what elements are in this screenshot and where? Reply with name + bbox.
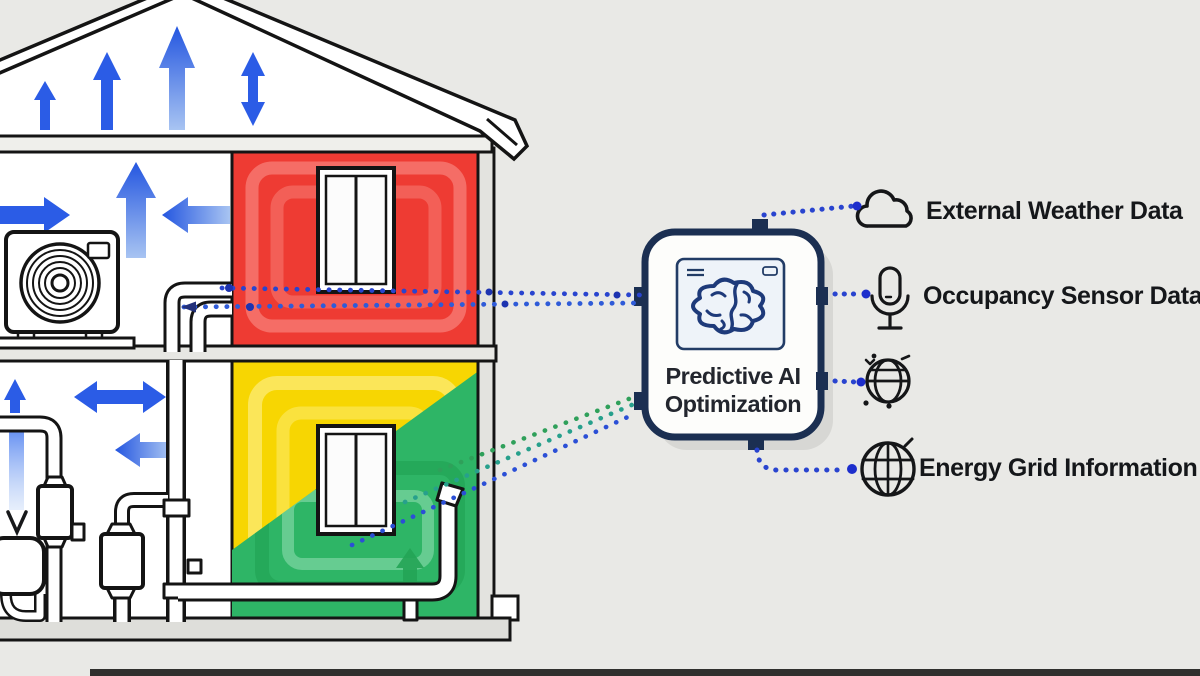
arrow-right bbox=[0, 197, 70, 233]
roof-fascia-line bbox=[486, 117, 518, 147]
hot-room bbox=[230, 148, 482, 348]
cool-room-duct bbox=[178, 481, 465, 622]
ac-vent bbox=[86, 241, 111, 260]
arrow-left-lower bbox=[115, 433, 170, 467]
connector-right-upper bbox=[816, 287, 828, 305]
lower-window bbox=[316, 424, 396, 536]
link-cool-room-green-1 bbox=[437, 394, 637, 473]
link-device-to-grid bbox=[754, 447, 849, 473]
bottom-edge-strip bbox=[90, 669, 1200, 676]
link-hot-room-to-device-2 bbox=[181, 300, 643, 310]
screen-menu-icon bbox=[687, 268, 704, 277]
roof bbox=[0, 0, 530, 162]
connector-top bbox=[752, 219, 768, 233]
attic-floor-beam bbox=[0, 134, 494, 154]
link-grid-end-dot bbox=[847, 464, 857, 474]
link-weather-end-dot bbox=[852, 201, 862, 211]
ac-fan-coils bbox=[26, 249, 94, 317]
arrow-horizontal-double bbox=[74, 381, 166, 413]
device-title-line2: Optimization bbox=[664, 391, 802, 417]
device-title: Predictive AI Optimization bbox=[647, 362, 819, 418]
cool-up-arrow bbox=[396, 548, 424, 586]
label-external-weather-data: External Weather Data bbox=[926, 197, 1183, 225]
data-links bbox=[181, 201, 871, 548]
right-wall bbox=[476, 146, 496, 624]
link-left-arrowhead bbox=[181, 301, 196, 313]
screen-status-icon bbox=[762, 266, 778, 276]
label-energy-grid-information: Energy Grid Information bbox=[919, 454, 1198, 482]
boiler bbox=[0, 536, 46, 622]
plumbing bbox=[0, 360, 465, 622]
brain-icon bbox=[691, 277, 766, 335]
connector-left-lower bbox=[634, 392, 646, 410]
attic-airflow-arrows bbox=[34, 26, 265, 130]
arrow-left bbox=[162, 197, 230, 233]
house-structure bbox=[0, 134, 520, 642]
roof-right-slope bbox=[191, 0, 530, 162]
arrow-up-small bbox=[4, 379, 26, 413]
ac-fan-hub bbox=[50, 273, 70, 293]
foundation bbox=[0, 616, 512, 642]
lower-room-arrows bbox=[4, 379, 170, 537]
connector-bottom bbox=[748, 436, 764, 450]
mid-floor-beam bbox=[0, 344, 498, 363]
globe-grid-icon bbox=[860, 437, 916, 497]
attic-arrow-large bbox=[159, 26, 195, 130]
link-device-to-network bbox=[832, 378, 859, 385]
link-device-to-weather bbox=[761, 203, 857, 218]
ac-plinth bbox=[0, 336, 136, 350]
attic-arrow-medium bbox=[93, 52, 121, 130]
upper-room-arrows bbox=[0, 162, 230, 258]
ac-unit bbox=[0, 230, 136, 350]
device-title-line1: Predictive AI bbox=[665, 363, 802, 389]
connector-right-lower bbox=[816, 372, 828, 390]
upper-pipes bbox=[163, 281, 232, 352]
label-occupancy-sensor-data: Occupancy Sensor Data bbox=[923, 282, 1200, 310]
attic-arrow-small bbox=[34, 81, 56, 130]
foundation-corner-block bbox=[490, 594, 520, 622]
cloud-icon bbox=[855, 189, 913, 228]
data-source-icons bbox=[855, 189, 916, 497]
ai-device bbox=[634, 219, 833, 450]
microphone-icon bbox=[870, 266, 910, 330]
arrow-down-chevron bbox=[6, 510, 28, 537]
satellite-network-icon bbox=[863, 353, 911, 409]
arrow-down-fading bbox=[9, 430, 24, 510]
link-occupancy-end-dot bbox=[861, 289, 871, 299]
link-network-end-dot bbox=[856, 377, 866, 387]
attic-arrow-double bbox=[241, 52, 265, 126]
link-cool-room-green-2 bbox=[402, 401, 637, 505]
link-cool-room-blue bbox=[349, 412, 635, 548]
upper-window bbox=[316, 166, 396, 294]
arrow-up bbox=[116, 162, 156, 258]
link-accent-dots bbox=[225, 284, 621, 311]
pipe-fittings bbox=[36, 475, 203, 600]
roof-left-slope bbox=[0, 0, 174, 75]
